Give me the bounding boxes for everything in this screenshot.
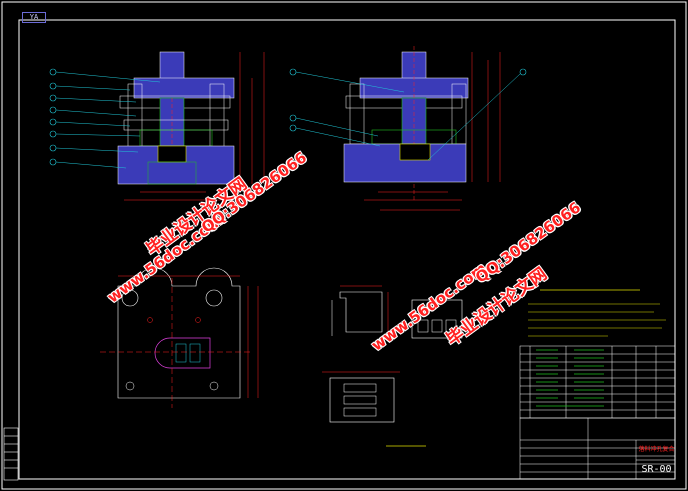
- die-plan-view: [100, 267, 259, 408]
- sheet-inner-border: [18, 19, 676, 480]
- title-block-drawing-number: SR-00: [641, 464, 672, 475]
- bom-entries: [536, 349, 604, 407]
- title-block: [519, 417, 676, 480]
- layout-tab[interactable]: YA: [22, 12, 46, 23]
- left-assembly-section: [49, 51, 265, 201]
- part-side-view: [411, 299, 463, 339]
- binding-margin-marks: [3, 427, 19, 481]
- title-block-part-title: 落料冲孔复合模: [638, 446, 675, 453]
- right-assembly-section: [289, 46, 527, 211]
- technical-notes: [528, 289, 666, 337]
- part-front-view: [331, 285, 389, 336]
- part-top-view: [322, 371, 426, 447]
